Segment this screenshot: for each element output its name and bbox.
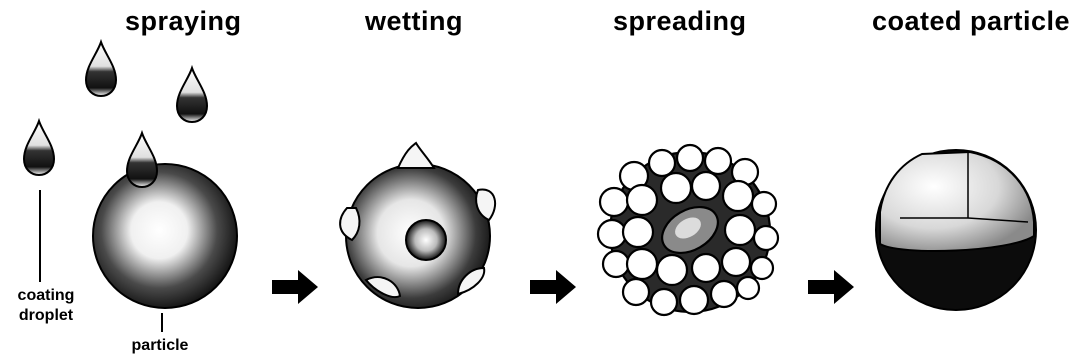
uncoated-particle	[93, 164, 237, 308]
spraying-stage	[24, 42, 237, 332]
arrow-3	[808, 270, 854, 304]
wetting-stage	[340, 143, 495, 308]
coating-droplet-3	[24, 121, 54, 175]
wetting-drop-left	[340, 208, 359, 240]
coating-droplet-2	[177, 68, 207, 122]
arrow-1	[272, 270, 318, 304]
wetting-spot-center	[406, 220, 446, 260]
coating-droplet-1	[86, 42, 116, 96]
wetting-drop-top	[398, 143, 434, 168]
coating-droplet-4	[127, 133, 157, 187]
spreading-stage	[598, 145, 778, 315]
coated-particle-cutaway	[880, 152, 1034, 251]
coated-particle-stage	[876, 150, 1036, 310]
arrow-2	[530, 270, 576, 304]
